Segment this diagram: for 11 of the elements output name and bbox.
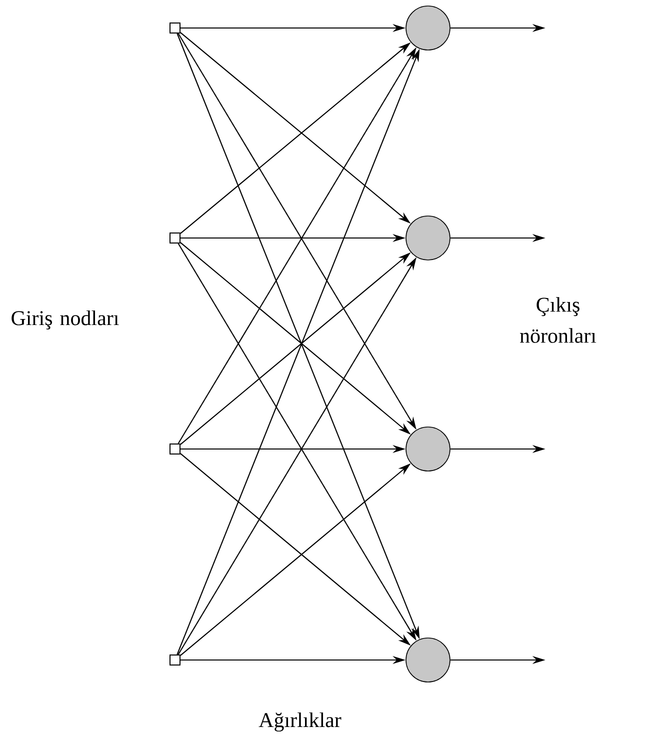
input-square [170,444,180,454]
label-text: Giriş nodları [12,310,119,330]
neuron-circle [406,216,450,260]
input-square [170,232,180,244]
input-square [170,22,180,34]
neuron-circle [406,638,450,682]
label-text: Çıkış nöronları [520,297,596,343]
input-square [170,654,180,666]
label-text: Ağırlıklar [258,712,342,732]
neuron-circle [406,426,450,472]
neuron-circle [406,6,450,50]
